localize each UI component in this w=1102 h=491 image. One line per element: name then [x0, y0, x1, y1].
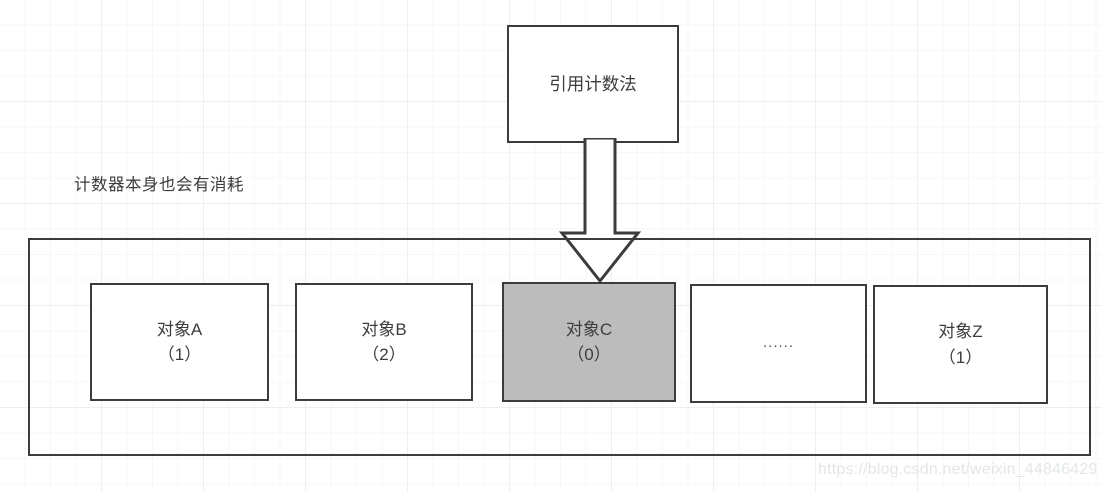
object-name: 对象C [565, 319, 613, 339]
object-box-c-highlighted[interactable]: 对象C （0） [502, 282, 676, 402]
object-name: 对象Z [938, 322, 983, 341]
object-ref-count: （1） [157, 345, 202, 364]
object-ref-count: （1） [938, 347, 983, 367]
note-counter-overhead: 计数器本身也会有消耗 [74, 176, 244, 194]
object-name: 对象A [156, 319, 203, 339]
object-box-a[interactable]: 对象A （1） [90, 283, 269, 401]
object-box-ellipsis[interactable]: ...... [690, 284, 867, 403]
object-heap-container [28, 238, 1091, 456]
ellipsis-label: ...... [762, 334, 794, 352]
object-box-z[interactable]: 对象Z （1） [873, 285, 1048, 404]
node-reference-counting[interactable]: 引用计数法 [507, 25, 679, 143]
object-name: 对象B [361, 319, 407, 339]
object-ref-count: （0） [567, 345, 611, 364]
node-label: 引用计数法 [549, 73, 637, 94]
object-box-b[interactable]: 对象B （2） [295, 283, 473, 401]
object-ref-count: （2） [362, 345, 406, 364]
watermark-text: https://blog.csdn.net/weixin_44846429 [818, 461, 1098, 478]
down-block-arrow-icon [558, 138, 642, 284]
